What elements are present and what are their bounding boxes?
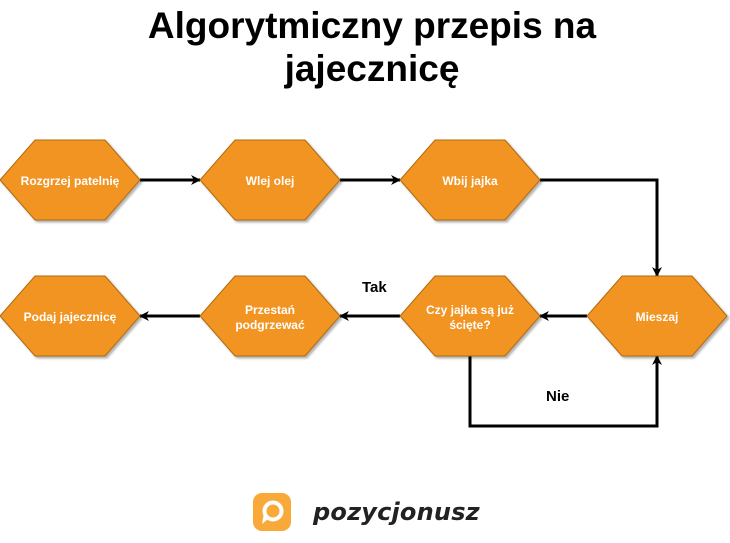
hexagon-shape	[399, 275, 541, 357]
node-label: Wbij jajka	[442, 174, 498, 188]
edge-label-nie: Nie	[546, 388, 569, 405]
node-przestan[interactable]: Przestań podgrzewać	[199, 275, 341, 357]
node-label: Wlej olej	[246, 174, 295, 188]
edge-czy-mieszaj-nie	[468, 355, 662, 428]
node-label-line-1: Czy jajka są już	[426, 303, 514, 317]
hexagon-shape	[199, 139, 341, 221]
title-line-1: Algorytmiczny przepis na	[147, 5, 597, 46]
node-mieszaj[interactable]: Mieszaj	[586, 275, 728, 357]
hexagon-shape	[399, 139, 541, 221]
node-label-line-2: ścięte?	[449, 318, 490, 332]
hexagon-shape	[0, 139, 141, 221]
edge-label-tak: Tak	[362, 279, 387, 296]
node-rozgrzej[interactable]: Rozgrzej patelnię	[0, 139, 141, 221]
node-label: Rozgrzej patelnię	[21, 174, 120, 188]
pozycjonusz-logo-icon	[253, 493, 291, 531]
hexagon-shape	[0, 275, 141, 357]
hexagon-shape	[586, 275, 728, 357]
brand-logo[interactable]: pozycjonusz	[253, 493, 480, 531]
node-wlej[interactable]: Wlej olej	[199, 139, 341, 221]
node-podaj[interactable]: Podaj jajecznicę	[0, 275, 141, 357]
edge-wbij-mieszaj	[540, 178, 662, 277]
node-label: Podaj jajecznicę	[24, 310, 117, 324]
hexagon-shape	[199, 275, 341, 357]
brand-name: pozycjonusz	[313, 498, 480, 526]
node-czy-jajka-sciete[interactable]: Czy jajka są już ścięte?	[399, 275, 541, 357]
edges	[139, 175, 662, 428]
diagram-title: Algorytmiczny przepis na jajecznicę	[0, 4, 730, 90]
node-wbij[interactable]: Wbij jajka	[399, 139, 541, 221]
node-label-line-1: Przestań	[245, 303, 295, 317]
node-label-line-2: podgrzewać	[235, 318, 305, 332]
node-label: Mieszaj	[636, 310, 679, 324]
title-line-2: jajecznicę	[284, 48, 460, 89]
